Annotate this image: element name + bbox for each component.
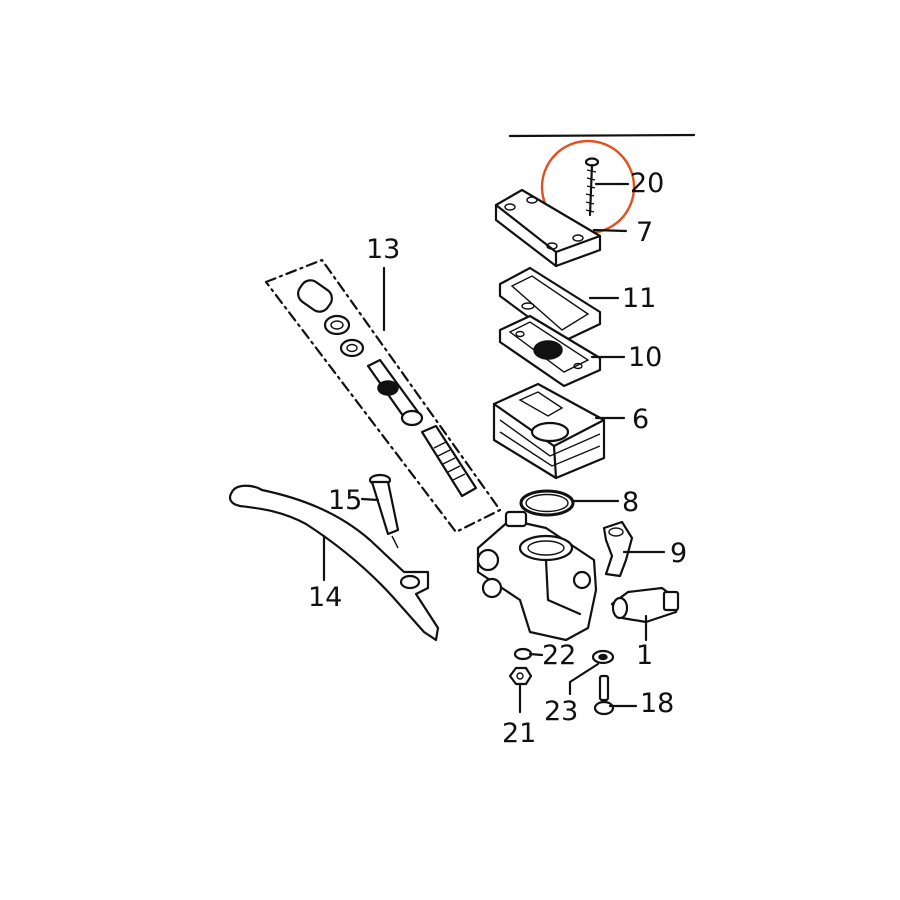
callout-21: 21: [502, 718, 536, 749]
part-lever: [229, 484, 440, 642]
part-diaphragm: [498, 314, 602, 388]
part-piston-kit: [264, 258, 502, 534]
callout-13: 13: [366, 234, 400, 265]
leader-lines: [322, 182, 666, 714]
callout-18: 18: [640, 688, 674, 719]
callout-7: 7: [636, 217, 653, 248]
callout-14: 14: [308, 582, 342, 613]
part-reservoir: [492, 382, 606, 480]
part-cylinder-body: [476, 510, 598, 642]
callout-23: 23: [544, 696, 578, 727]
callout-20: 20: [630, 168, 664, 199]
part-washer: [513, 647, 533, 661]
part-holder: [602, 520, 634, 578]
part-screw: [584, 157, 600, 217]
callout-8: 8: [622, 487, 639, 518]
callout-9: 9: [670, 538, 687, 569]
part-washer-small: [591, 649, 615, 665]
top-rule: [508, 133, 696, 138]
part-bolt: [593, 674, 615, 716]
part-switch: [610, 586, 680, 624]
callout-22: 22: [542, 640, 576, 671]
callout-6: 6: [632, 404, 649, 435]
callout-1: 1: [636, 640, 653, 671]
part-pivot-bolt: [368, 473, 400, 549]
part-diaphragm-plate: [498, 266, 602, 344]
callout-11: 11: [622, 283, 656, 314]
part-nut: [508, 666, 533, 686]
part-reservoir-cap: [494, 188, 602, 268]
callout-10: 10: [628, 342, 662, 373]
callout-15: 15: [328, 485, 362, 516]
callout-labels: 20 7 11 10 6 8 9 1 22 23 18 21 13 15 14: [308, 168, 687, 749]
